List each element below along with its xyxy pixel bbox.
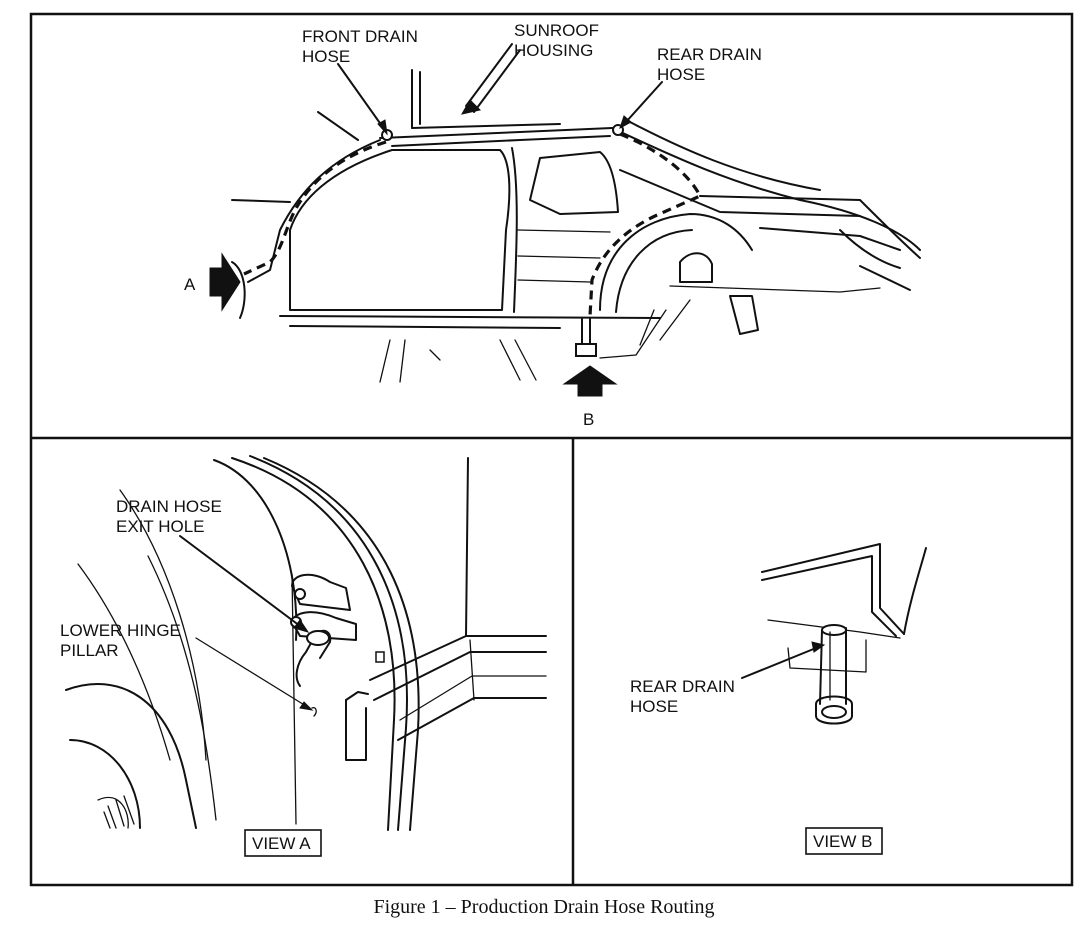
sunroof-housing-label-line2: HOUSING <box>514 41 593 60</box>
figure-caption: Figure 1 – Production Drain Hose Routing <box>373 896 715 918</box>
top-panel-leaders <box>337 43 663 136</box>
view-a-leaders <box>179 535 314 711</box>
marker-a-label: A <box>184 275 196 294</box>
view-b-label: VIEW B <box>813 832 873 851</box>
view-b-labels: REAR DRAIN HOSE VIEW B <box>630 677 883 855</box>
front-drain-hose-label-line1: FRONT DRAIN <box>302 27 418 46</box>
view-b-label-box <box>805 827 883 855</box>
front-drain-hose-route <box>243 140 387 276</box>
front-drain-hose-fitting <box>381 129 393 141</box>
view-a-label-box <box>244 829 322 857</box>
rear-drain-hose-label-line2: HOSE <box>657 65 705 84</box>
drain-hose-exit-hole-label-line1: DRAIN HOSE <box>116 497 222 516</box>
lower-hinge-pillar-label-line1: LOWER HINGE <box>60 621 181 640</box>
sunroof-housing-label-line1: SUNROOF <box>514 21 599 40</box>
top-panel-labels: FRONT DRAIN HOSE SUNROOF HOUSING REAR DR… <box>184 21 762 429</box>
view-b-arrow <box>562 365 618 397</box>
view-a-arrow <box>209 252 241 312</box>
figure-frame <box>29 12 1074 887</box>
marker-b-label: B <box>583 410 594 429</box>
lower-hinge-pillar-label-line2: PILLAR <box>60 641 119 660</box>
view-a-illustration <box>65 455 547 831</box>
rear-drain-hose-outlet <box>575 317 597 357</box>
drain-hose-routes <box>243 132 703 317</box>
view-b-rear-drain-hose-label-line1: REAR DRAIN <box>630 677 735 696</box>
rear-drain-hose-route <box>588 132 703 317</box>
view-b-leaders <box>741 641 826 679</box>
rear-drain-hose-label-line1: REAR DRAIN <box>657 45 762 64</box>
view-a-label: VIEW A <box>252 834 311 853</box>
view-b-rear-drain-hose-label-line2: HOSE <box>630 697 678 716</box>
vehicle-body-illustration <box>231 69 921 383</box>
view-b-illustration <box>761 543 927 725</box>
front-drain-hose-label-line2: HOSE <box>302 47 350 66</box>
view-a-labels: DRAIN HOSE EXIT HOLE LOWER HINGE PILLAR … <box>60 497 322 857</box>
drain-hose-exit-hole-label-line2: EXIT HOLE <box>116 517 205 536</box>
